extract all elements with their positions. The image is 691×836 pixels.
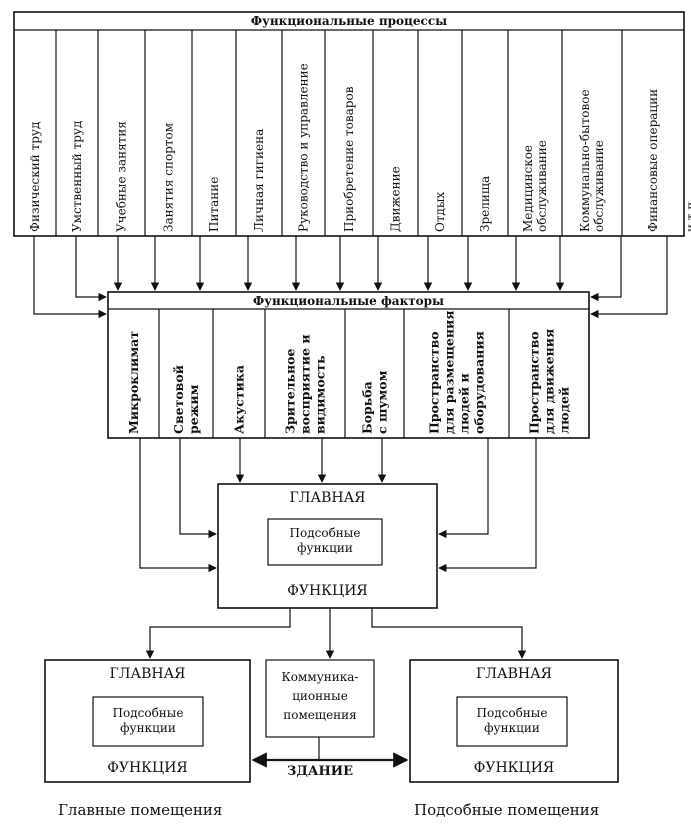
process-label: Учебные занятия: [114, 121, 129, 232]
caption-main-rooms: Главные помещения: [58, 801, 223, 819]
main-function-top: ГЛАВНАЯ: [289, 490, 366, 506]
process-label: Медицинское обслуживание: [521, 140, 549, 232]
arrow-right-bracket: [590, 236, 668, 319]
process-label: Умственный труд: [70, 120, 84, 232]
process-label: и т.п.: [684, 197, 691, 232]
auxiliary-rooms-subfunctions-box: [456, 696, 568, 747]
auxiliary-rooms-box: [409, 659, 619, 783]
main-rooms-bottom: ФУНКЦИЯ: [107, 760, 188, 776]
main-rooms-box: [44, 659, 251, 783]
process-label: Финансовые операции: [646, 88, 660, 232]
arrow-factor-to-function: [438, 438, 489, 539]
factors-title: Функциональные факторы: [252, 294, 445, 308]
factor-label: Борьба с шумом: [359, 370, 390, 434]
main-subfunctions-label: Подсобные функции: [289, 526, 361, 555]
main-function-box: [217, 483, 438, 609]
arrow-right-bracket: [590, 236, 622, 302]
factor-label: Пространство для движения людей: [526, 328, 572, 434]
auxiliary-rooms-top: ГЛАВНАЯ: [476, 666, 552, 682]
processes-table: [13, 11, 685, 237]
process-label: Отдых: [433, 191, 447, 232]
building-label: ЗДАНИЕ: [287, 764, 353, 779]
process-label: Зрелища: [478, 175, 492, 232]
process-label: Коммунально-бытовое обслуживание: [578, 89, 606, 232]
main-subfunctions-box: [267, 518, 383, 566]
communication-rooms-label: Коммуника- ционные помещения: [281, 670, 359, 722]
factor-label: Акустика: [231, 365, 247, 434]
process-label: Физический труд: [28, 121, 42, 232]
arrow-left-bracket: [33, 236, 107, 319]
process-label: Приобретение товаров: [342, 86, 356, 232]
main-rooms-subfunctions-label: Подсобные функции: [112, 706, 184, 735]
factors-table: [107, 291, 590, 439]
arrow-factor-to-function: [139, 438, 217, 573]
main-function-bottom: ФУНКЦИЯ: [287, 583, 368, 599]
factor-label: Зрительное восприятие и видимость: [282, 334, 328, 434]
process-label: Движение: [388, 166, 403, 232]
arrow-factor-to-function: [438, 438, 537, 573]
process-label: Личная гигиена: [252, 128, 266, 232]
arrow-factor-to-function: [179, 438, 217, 539]
factor-label: Пространство для размещения людей и обор…: [426, 310, 487, 435]
factor-label: Микроклимат: [126, 330, 141, 434]
factor-label: Световой режим: [171, 365, 201, 434]
processes-title: Функциональные процессы: [250, 14, 448, 28]
process-label: Руководство и управление: [296, 63, 311, 232]
main-rooms-subfunctions-box: [92, 696, 204, 747]
arrow-left-bracket: [75, 236, 107, 302]
communication-rooms-box: [265, 659, 375, 738]
auxiliary-rooms-bottom: ФУНКЦИЯ: [473, 760, 555, 776]
process-label: Питание: [207, 176, 221, 232]
arrow-to-auxiliary-rooms: [371, 608, 527, 659]
auxiliary-rooms-subfunctions-label: Подсобные функции: [476, 706, 548, 735]
process-label: Занятия спортом: [161, 122, 176, 232]
arrow-to-main-rooms: [145, 608, 291, 659]
main-rooms-top: ГЛАВНАЯ: [109, 666, 186, 682]
caption-auxiliary-rooms: Подсобные помещения: [414, 801, 600, 819]
